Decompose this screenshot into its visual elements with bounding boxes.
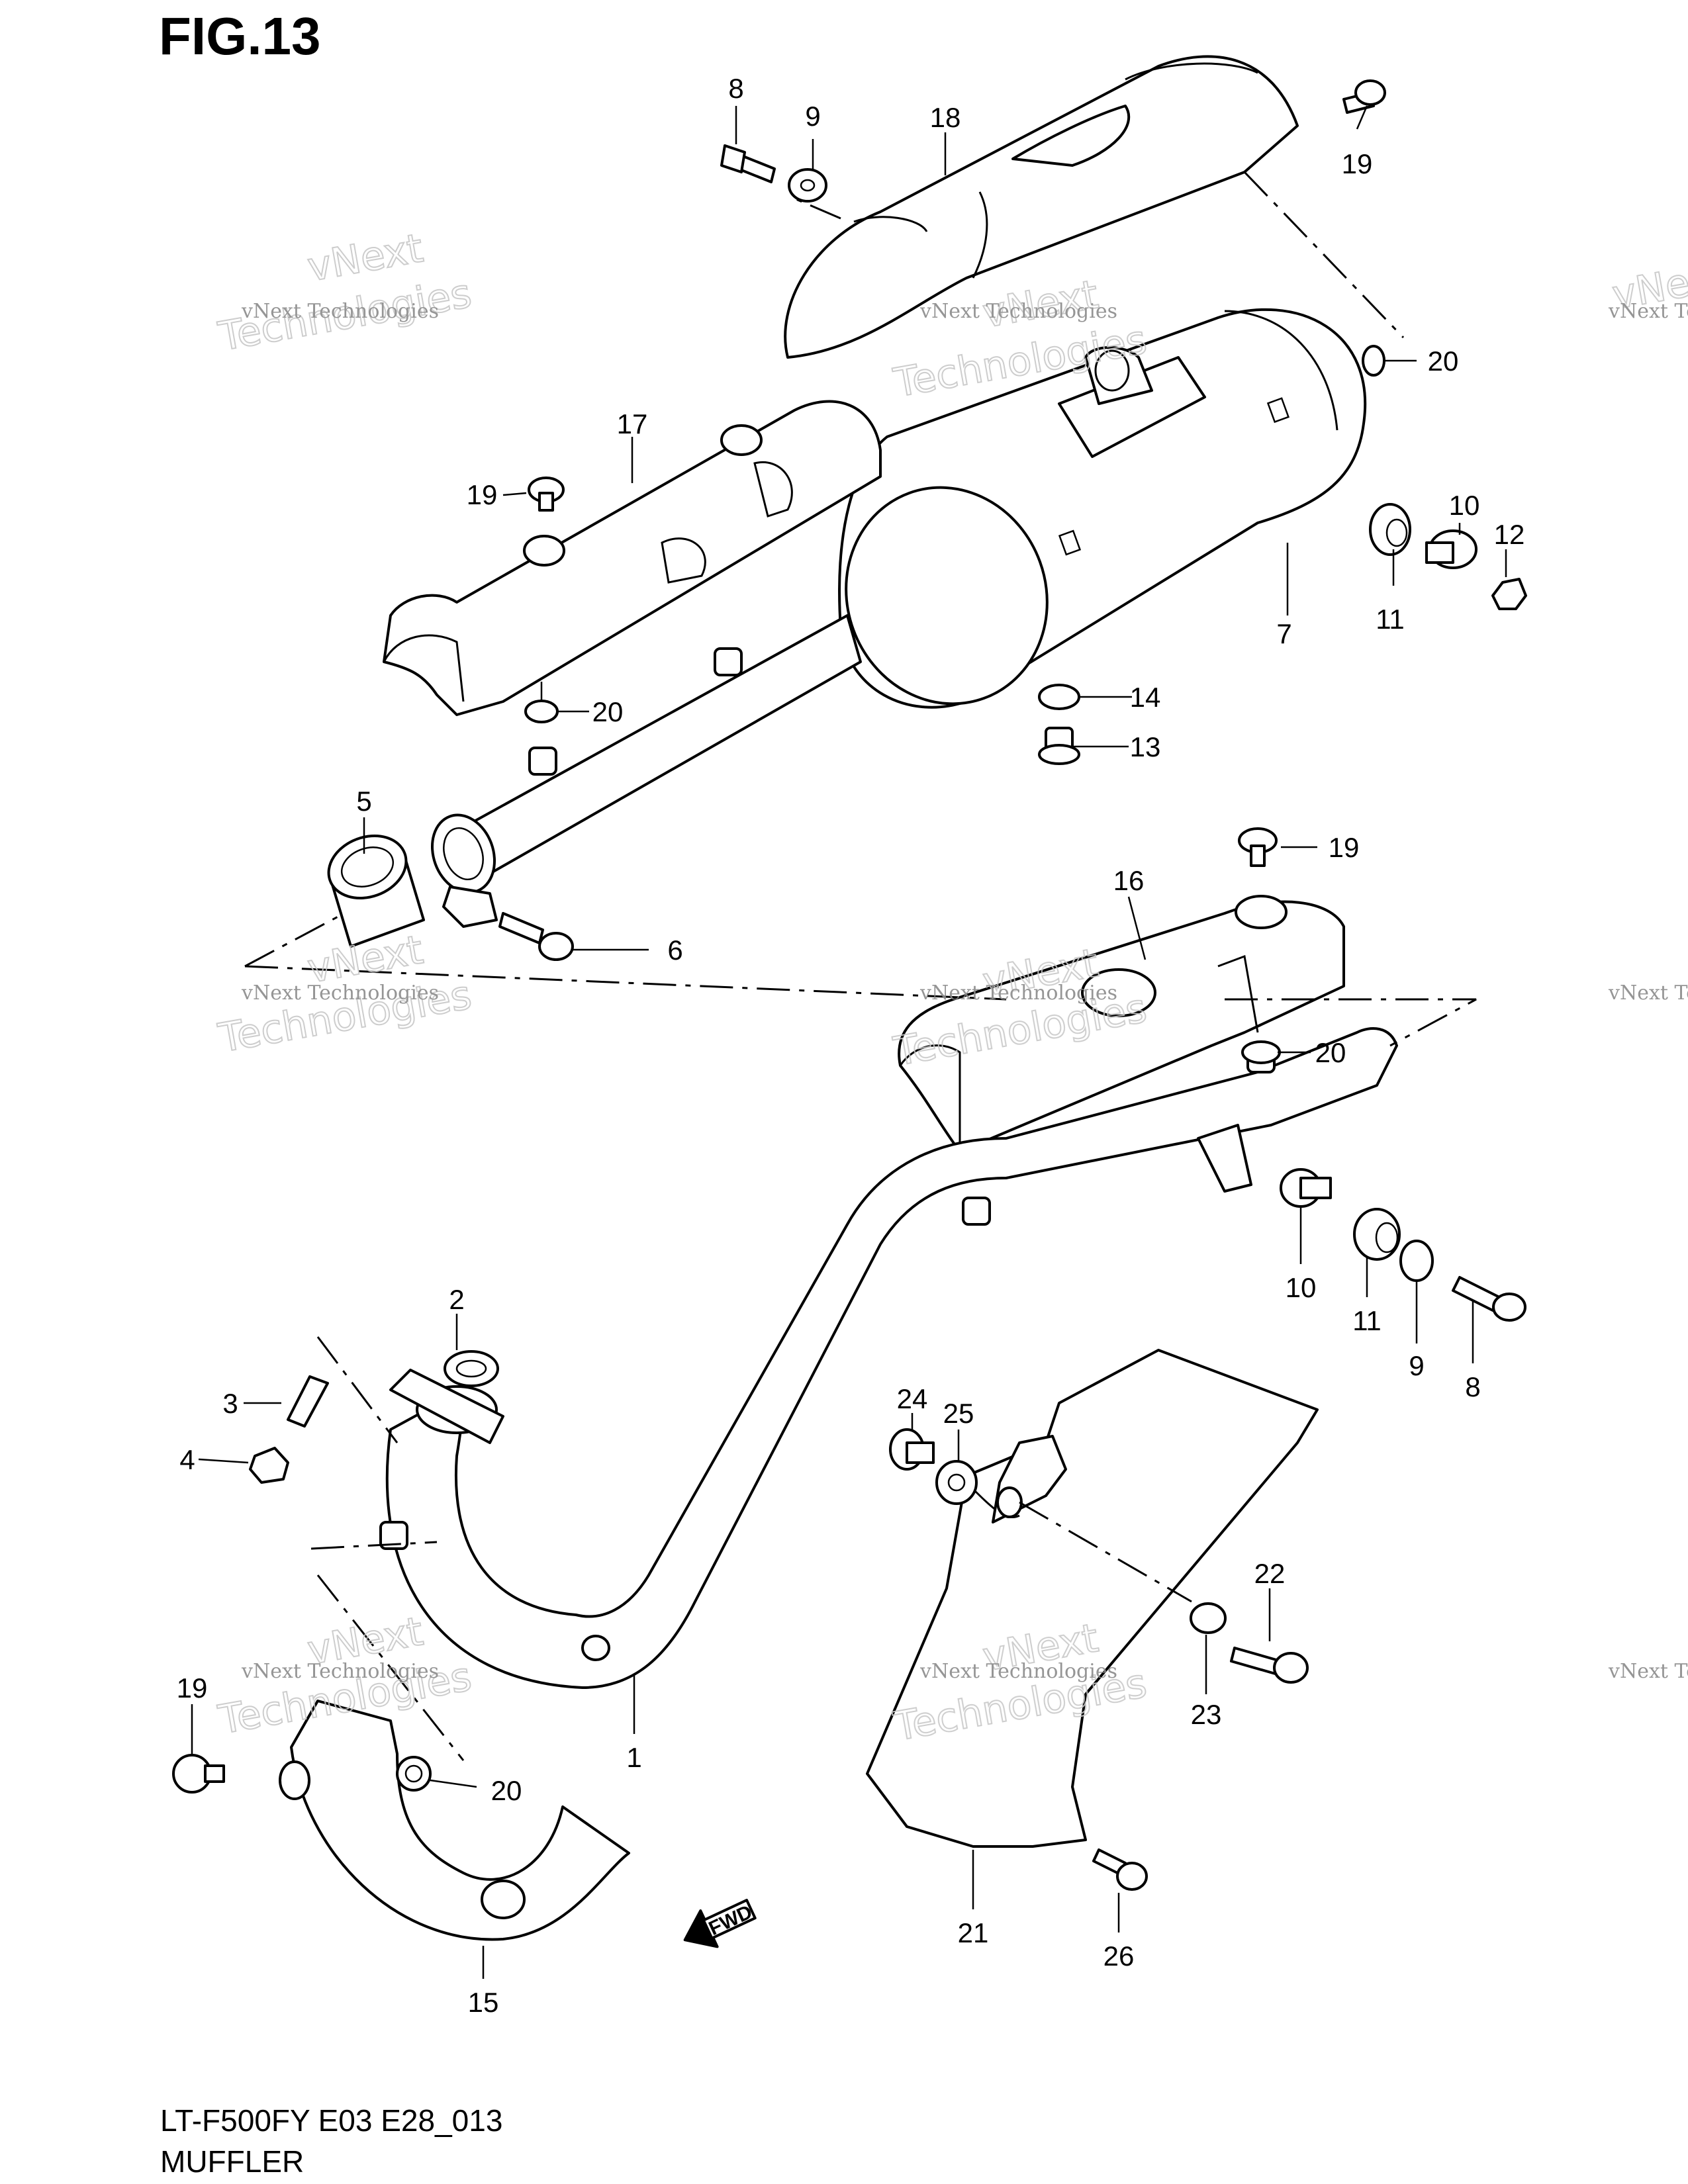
part-13-plug [1038,727,1080,765]
callout-10: 10 [1449,490,1480,521]
callout-23: 23 [1191,1699,1222,1730]
callout-19: 19 [1329,832,1360,863]
callout-12: 12 [1494,519,1525,550]
callout-9: 9 [1409,1350,1424,1381]
watermark-small: vNext Technologies [919,1660,1117,1683]
callout-15: 15 [468,1987,499,2018]
part-12-nut [1491,578,1527,610]
callout-5: 5 [356,786,371,817]
callout-17: 17 [617,408,648,439]
callout-11: 11 [1376,604,1405,635]
part-18-heat-shield [784,55,1299,359]
callout-25: 25 [943,1398,974,1429]
callout-19: 19 [467,479,498,510]
callout-19: 19 [1342,148,1373,179]
watermark-small: vNext Technologies [241,300,439,323]
callout-13: 13 [1130,731,1161,762]
callout-7: 7 [1276,618,1291,649]
part-14-gasket [1038,684,1080,710]
part-16-heat-shield [898,895,1345,1153]
part-10-collar-b [1280,1168,1332,1208]
part-23-washer [1190,1602,1227,1634]
part-24-collar [889,1428,935,1471]
callout-6: 6 [667,934,682,966]
watermark-small: vNext Technologies [919,981,1117,1005]
part-20-washer-c [1241,1040,1281,1064]
fwd-arrow: FWD [683,1899,757,1948]
watermark-small: vNext Technologies [241,1660,439,1683]
part-8-bolt-b [1452,1276,1526,1322]
callout-21: 21 [958,1917,989,1948]
callout-9: 9 [805,101,820,132]
watermark-small: vNext Technologies [1608,300,1688,323]
part-25-bushing [935,1460,978,1505]
part-19-screw-top [1342,79,1386,114]
part-6-bolt [498,912,574,961]
part-4-nut [249,1447,289,1484]
callout-19: 19 [177,1672,208,1704]
callout-10: 10 [1286,1272,1317,1303]
part-20-washer-a [1362,345,1385,377]
part-5-sleeve [327,834,425,948]
callout-20: 20 [1428,345,1459,377]
part-2-gasket [444,1350,499,1387]
part-7-muffler [838,308,1367,709]
part-19-screw-left [528,477,565,512]
part-26-bolt [1092,1848,1148,1891]
assembly-name: MUFFLER [160,2144,304,2179]
part-21-heat-shield [866,1349,1319,1848]
callout-8: 8 [728,73,743,104]
part-19-screw-mid [1238,827,1278,867]
callout-20: 20 [592,696,624,727]
callout-20: 20 [491,1775,522,1806]
watermark-small: vNext Technologies [1608,1660,1688,1683]
part-9-washer-top [788,168,827,203]
callout-26: 26 [1103,1940,1135,1972]
part-20-washer-d [396,1756,432,1792]
watermark-small: vNext Technologies [1608,981,1688,1005]
part-17-heat-shield [383,400,882,716]
watermark-small: vNext Technologies [241,981,439,1005]
mid-exhaust-pipe [430,614,862,928]
callout-22: 22 [1254,1558,1286,1589]
part-3-stud [287,1375,329,1428]
callout-4: 4 [179,1444,195,1475]
part-19-screw-low [172,1754,225,1794]
callout-20: 20 [1315,1037,1346,1068]
callout-11: 11 [1352,1305,1382,1336]
watermark-small: vNext Technologies [919,300,1117,323]
part-9-washer-b [1399,1240,1434,1282]
alignment-lines [244,171,1477,1761]
callout-3: 3 [222,1388,238,1419]
model-code: LT-F500FY E03 E28_013 [160,2103,502,2138]
figure-title: FIG.13 [159,7,321,66]
callout-14: 14 [1130,682,1161,713]
part-22-bolt [1230,1647,1309,1684]
leader-lines [191,105,1507,1979]
callout-1: 1 [626,1742,641,1773]
callout-16: 16 [1113,865,1145,896]
part-10-collar-a [1425,529,1477,569]
part-8-bolt-top [720,144,776,183]
part-1-exhaust-pipe [379,1027,1398,1689]
part-20-washer-b [524,700,559,723]
part-15-guard [279,1700,630,1941]
part-11-grommet-b [1353,1208,1401,1261]
callout-labels: 8 9 18 19 20 17 19 10 12 11 7 20 14 13 5… [177,73,1525,2018]
callout-18: 18 [930,102,961,133]
part-11-grommet-a [1369,503,1411,556]
callout-24: 24 [897,1383,928,1414]
callout-8: 8 [1465,1371,1480,1402]
callout-2: 2 [449,1284,464,1315]
